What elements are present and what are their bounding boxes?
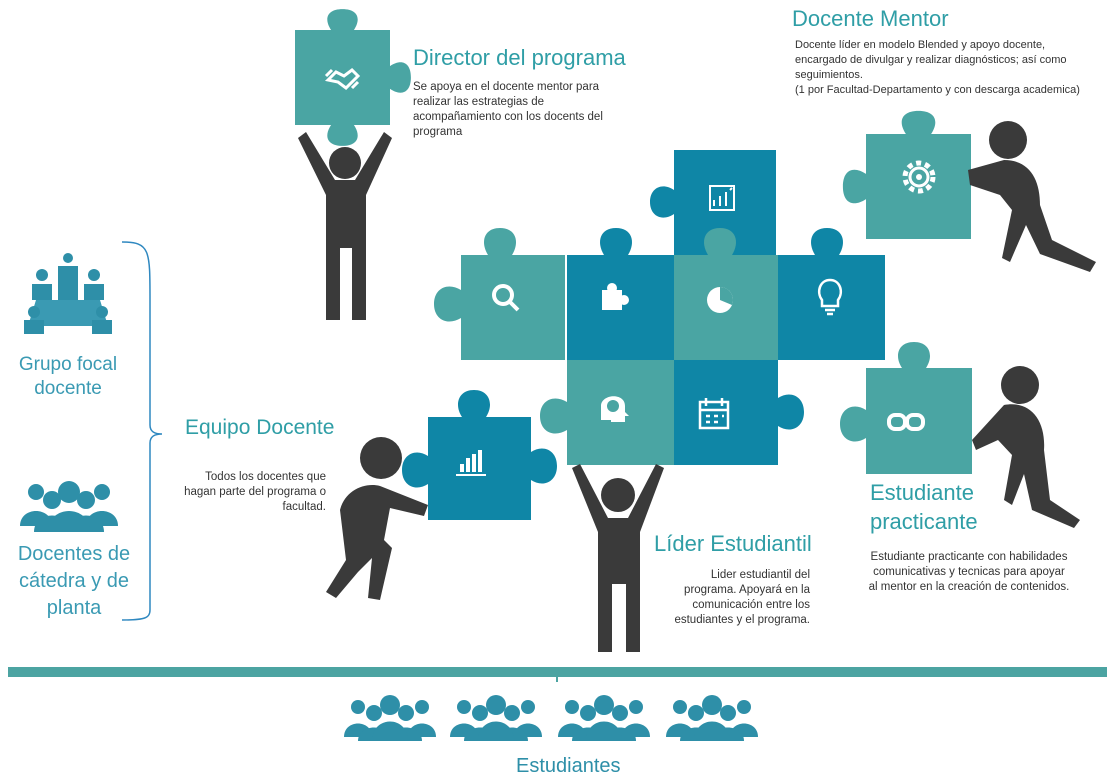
group-icon bbox=[20, 481, 118, 532]
practicante-line-2: comunicativas y tecnicas para apoyar bbox=[873, 566, 1065, 578]
grupo-focal-label: Grupo focal docente bbox=[8, 353, 128, 401]
director-line-4: programa bbox=[413, 126, 463, 138]
equipo-puzzle-piece bbox=[402, 390, 557, 520]
practicante-title-line-1: Estudiante bbox=[870, 480, 974, 505]
docentes-line-1: Docentes de bbox=[17, 543, 131, 565]
calendar-icon bbox=[698, 398, 730, 430]
docentes-line-2: cátedra y de bbox=[18, 570, 130, 592]
presentation-icon bbox=[709, 185, 735, 211]
handshake-icon bbox=[324, 68, 361, 90]
lider-person bbox=[572, 464, 664, 652]
pie-chart-icon bbox=[707, 287, 733, 313]
students-bar bbox=[8, 667, 1107, 677]
lider-line-4: estudiantes y el programa. bbox=[674, 614, 810, 626]
director-title: Director del programa bbox=[413, 45, 626, 70]
practicante-line-3: al mentor en la creación de contenidos. bbox=[868, 581, 1070, 593]
gear-icon bbox=[902, 160, 936, 194]
lider-line-1: Lider estudiantil del bbox=[710, 569, 810, 581]
lider-title: Líder Estudiantil bbox=[654, 531, 812, 556]
practicante-title: Estudiante practicante bbox=[870, 478, 978, 536]
bar-chart-icon bbox=[456, 450, 486, 476]
puzzle-icon bbox=[602, 283, 629, 310]
search-icon bbox=[492, 284, 520, 312]
mentor-person bbox=[968, 121, 1096, 272]
lightbulb-icon bbox=[818, 278, 842, 316]
equipo-line-1: Todos los docentes que bbox=[205, 471, 326, 483]
meeting-icon bbox=[24, 253, 112, 334]
mentor-puzzle-piece bbox=[842, 110, 971, 240]
mentor-line-2: encargado de divulgar y realizar diagnós… bbox=[795, 54, 1067, 66]
practicante-description: Estudiante practicante con habilidades c… bbox=[856, 550, 1082, 595]
mentor-line-3: seguimientos. bbox=[795, 69, 863, 81]
director-puzzle-piece bbox=[295, 9, 411, 146]
center-puzzle-cluster bbox=[434, 150, 885, 465]
director-line-2: realizar las estrategias de bbox=[413, 96, 545, 108]
lider-description: Lider estudiantil del programa. Apoyará … bbox=[640, 568, 810, 628]
practicante-puzzle-piece bbox=[840, 342, 972, 474]
estudiantes-label: Estudiantes bbox=[516, 755, 621, 777]
mentor-title: Docente Mentor bbox=[792, 6, 949, 31]
director-person bbox=[298, 132, 392, 320]
practicante-person bbox=[972, 366, 1080, 528]
brain-icon bbox=[601, 396, 629, 422]
mentor-line-4: (1 por Facultad-Departamento y con desca… bbox=[795, 84, 1080, 96]
practicante-line-1: Estudiante practicante con habilidades bbox=[870, 551, 1068, 563]
equipo-line-2: hagan parte del programa o bbox=[184, 486, 326, 498]
equipo-person bbox=[326, 437, 428, 600]
link-icon bbox=[887, 413, 925, 431]
students-icon bbox=[344, 695, 758, 741]
practicante-title-line-2: practicante bbox=[870, 509, 978, 534]
lider-line-3: comunicación entre los bbox=[692, 599, 810, 611]
director-line-1: Se apoya en el docente mentor para bbox=[413, 81, 600, 93]
mentor-line-1: Docente líder en modelo Blended y apoyo … bbox=[795, 39, 1046, 51]
grupo-focal-line-1: Grupo focal bbox=[18, 354, 118, 375]
lider-line-2: programa. Apoyará en la bbox=[684, 584, 810, 596]
docentes-label: Docentes de cátedra y de planta bbox=[8, 541, 140, 622]
grupo-focal-line-2: docente bbox=[34, 378, 102, 399]
equipo-title: Equipo Docente bbox=[185, 416, 335, 439]
equipo-description: Todos los docentes que hagan parte del p… bbox=[160, 470, 326, 515]
equipo-line-3: facultad. bbox=[282, 501, 326, 513]
docentes-line-3: planta bbox=[46, 597, 102, 619]
bracket bbox=[121, 241, 163, 621]
mentor-description: Docente líder en modelo Blended y apoyo … bbox=[795, 38, 1080, 98]
director-line-3: acompañamiento con los docents del bbox=[413, 111, 603, 123]
director-description: Se apoya en el docente mentor para reali… bbox=[413, 80, 603, 140]
